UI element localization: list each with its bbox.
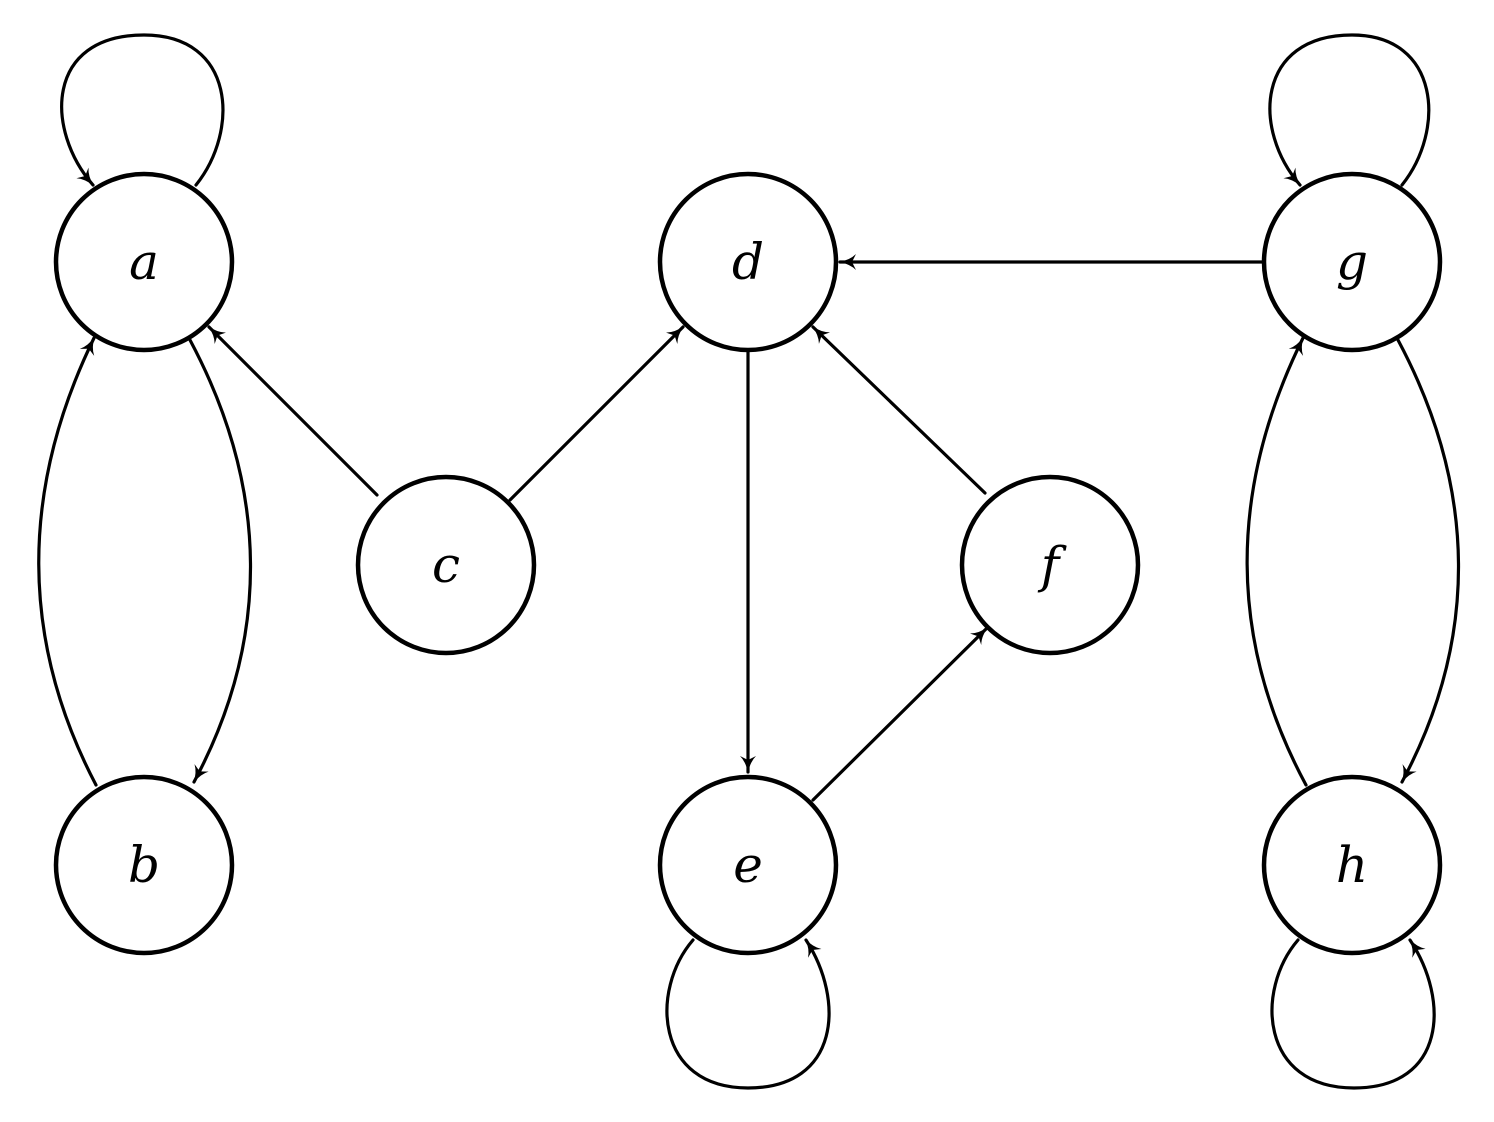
edge-a-b [188,338,253,784]
edge-f-d [811,325,987,495]
node-g-label: g [1336,233,1368,291]
edge-h-h [1270,938,1436,1090]
node-e: e [657,774,839,956]
node-g: g [1261,171,1443,353]
node-h-label: h [1336,836,1368,894]
edges [37,33,1461,1090]
edge-b-a [37,336,98,787]
edge-e-f [811,626,989,802]
edge-g-g [1268,33,1431,187]
node-a: a [53,171,235,353]
node-c-label: c [432,536,460,594]
edge-g-h [1396,338,1461,784]
node-h: h [1261,774,1443,956]
edge-a-a [60,33,225,187]
node-b-label: b [128,836,160,894]
node-d: d [657,171,839,353]
node-a-label: a [129,233,159,291]
edge-c-a [207,325,379,497]
node-f: f [959,474,1141,656]
nodes: a b c d e f g h [53,171,1443,956]
node-e-label: e [733,836,763,894]
node-c: c [355,474,537,656]
edge-e-e [665,938,831,1090]
node-d-label: d [732,233,764,291]
node-b: b [53,774,235,956]
edge-c-d [508,325,685,502]
edge-h-g [1245,336,1308,787]
